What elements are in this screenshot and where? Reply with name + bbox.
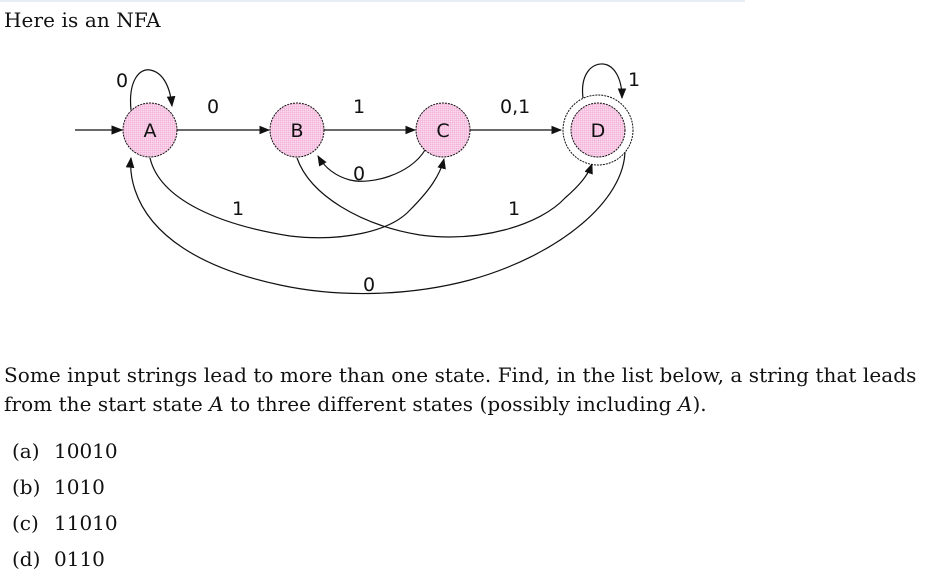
question-math-a: A <box>209 392 224 416</box>
transition-c-b: 0 <box>317 149 426 185</box>
state-c: C <box>415 102 471 158</box>
question-math-a-2: A <box>677 392 693 416</box>
transition-c-d: 0,1 <box>470 96 563 135</box>
state-d-label: D <box>591 120 606 142</box>
label-d-a: 0 <box>363 274 375 296</box>
option-c[interactable]: (c) 11010 <box>12 509 118 545</box>
label-c-b: 0 <box>353 163 365 185</box>
label-d-d: 1 <box>628 69 640 91</box>
state-b-label: B <box>290 120 303 142</box>
question-text: Some input strings lead to more than one… <box>4 361 924 419</box>
option-b[interactable]: (b) 1010 <box>12 473 118 509</box>
state-a: A <box>122 102 178 158</box>
transition-b-c: 1 <box>324 96 417 135</box>
label-a-a: 0 <box>116 70 128 92</box>
option-d[interactable]: (d) 0110 <box>12 545 118 581</box>
state-d: D <box>562 94 634 166</box>
transition-a-a: 0 <box>116 69 176 111</box>
question-line-2-pre: from the start state <box>4 392 210 416</box>
option-b-value: 1010 <box>54 475 105 499</box>
question-line-2-mid: to three different states (possibly incl… <box>223 392 678 416</box>
option-c-key: (c) <box>12 511 39 535</box>
nfa-diagram: 0 0 1 0,1 1 0 1 1 0 A <box>75 63 640 296</box>
label-b-d: 1 <box>508 198 520 220</box>
option-c-value: 11010 <box>54 511 118 535</box>
state-c-label: C <box>436 120 449 142</box>
option-a-key: (a) <box>12 439 40 463</box>
label-b-c: 1 <box>353 96 365 118</box>
option-b-key: (b) <box>12 475 41 499</box>
transition-a-c: 1 <box>149 157 446 239</box>
option-d-value: 0110 <box>54 547 105 571</box>
transition-d-d: 1 <box>581 63 640 100</box>
transition-b-d: 1 <box>296 157 593 238</box>
option-a-value: 10010 <box>54 439 118 463</box>
transition-a-b: 0 <box>177 96 271 135</box>
option-d-key: (d) <box>12 547 41 571</box>
label-c-d: 0,1 <box>500 96 530 118</box>
label-a-b: 0 <box>207 96 219 118</box>
option-a[interactable]: (a) 10010 <box>12 437 118 473</box>
transition-d-a: 0 <box>125 149 626 296</box>
label-a-c: 1 <box>232 198 244 220</box>
intro-text: Here is an NFA <box>4 8 161 32</box>
answer-options: (a) 10010 (b) 1010 (c) 11010 (d) 0110 <box>12 437 118 581</box>
state-a-label: A <box>144 120 157 142</box>
question-line-1: Some input strings lead to more than one… <box>4 363 917 387</box>
question-line-2-post: ). <box>692 392 707 416</box>
top-divider <box>0 0 745 2</box>
state-b: B <box>269 102 325 158</box>
